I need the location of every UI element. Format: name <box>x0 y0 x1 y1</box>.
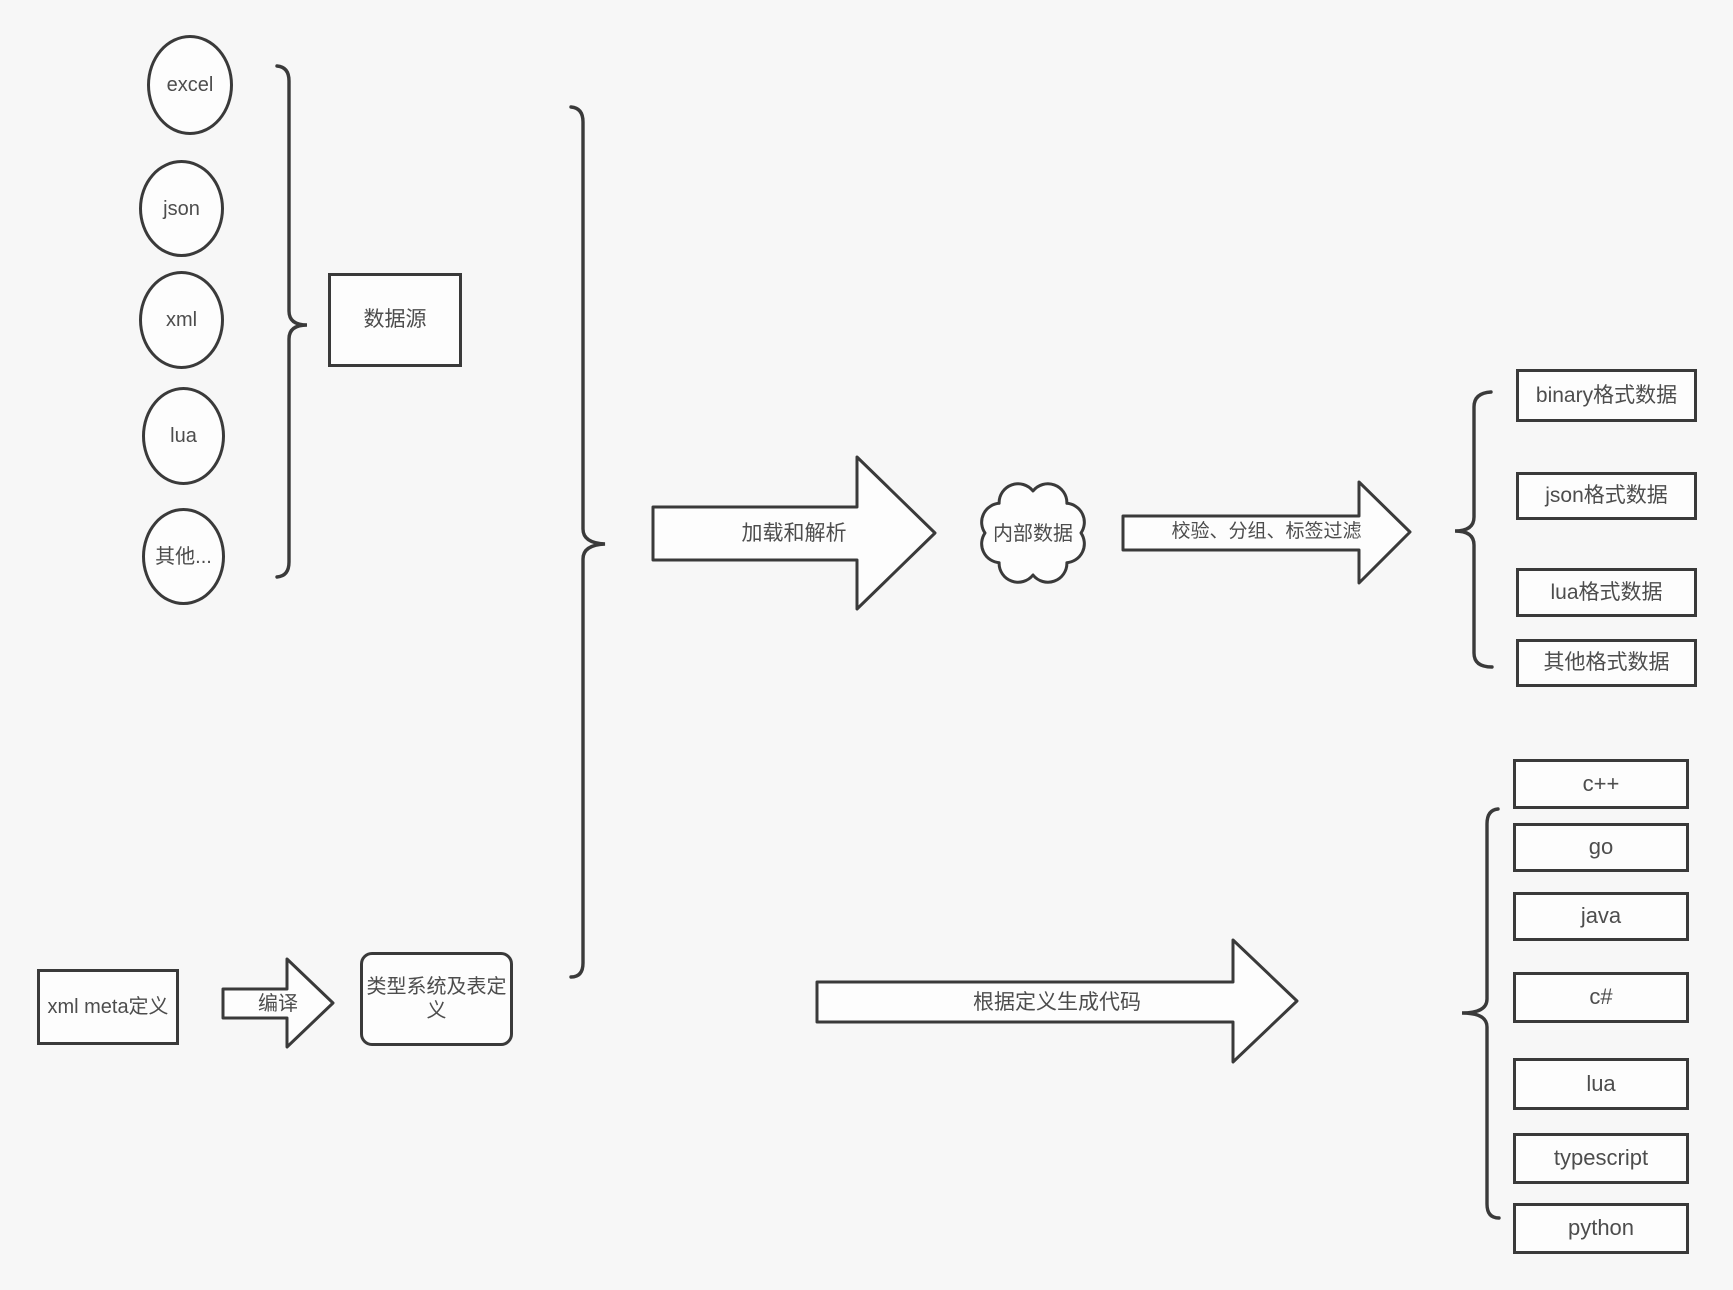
datasource-box: 数据源 <box>328 273 462 367</box>
filter-arrow-label: 校验、分组、标签过滤 <box>1171 521 1362 542</box>
source-node-json: json <box>139 160 224 257</box>
language-box-label: lua <box>1586 1070 1616 1096</box>
source-node-label: lua <box>170 425 197 447</box>
format-box-label: json格式数据 <box>1545 484 1668 508</box>
format-box-label: binary格式数据 <box>1535 383 1678 407</box>
language-box-label: c# <box>1589 984 1613 1010</box>
language-box-label: java <box>1580 903 1622 929</box>
source-node-label: xml <box>165 309 198 331</box>
languages-brace <box>1461 807 1501 1220</box>
source-node-label: 其他... <box>155 545 212 568</box>
format-box-json: json格式数据 <box>1516 472 1697 520</box>
xml-meta-box: xml meta定义 <box>37 969 179 1045</box>
inputs-group-brace <box>569 105 606 979</box>
internal-data-cloud-label: 内部数据 <box>993 523 1073 545</box>
language-box-python: python <box>1513 1203 1689 1254</box>
language-box-go: go <box>1513 823 1689 872</box>
compile-arrow-label: 编译 <box>258 993 298 1015</box>
source-node-label: json <box>163 197 200 220</box>
source-node-excel: excel <box>147 35 233 135</box>
format-box-binary: binary格式数据 <box>1516 369 1697 422</box>
language-box-cpp: c++ <box>1513 759 1689 809</box>
format-box-label: lua格式数据 <box>1550 580 1663 604</box>
language-box-typescript: typescript <box>1513 1133 1689 1184</box>
source-node-label: excel <box>166 74 214 96</box>
language-box-label: typescript <box>1553 1145 1649 1171</box>
format-box-label: 其他格式数据 <box>1543 651 1670 675</box>
formats-brace <box>1454 390 1494 669</box>
format-box-other: 其他格式数据 <box>1516 639 1697 687</box>
source-node-xml: xml <box>139 271 224 369</box>
load-parse-arrow-label: 加载和解析 <box>741 522 847 545</box>
format-box-lua: lua格式数据 <box>1516 568 1697 617</box>
language-box-label: python <box>1567 1215 1635 1241</box>
type-system-box-label: 类型系统及表定义 <box>366 976 507 1022</box>
language-box-csharp: c# <box>1513 972 1689 1023</box>
codegen-arrow-label: 根据定义生成代码 <box>973 991 1141 1014</box>
xml-meta-box-label: xml meta定义 <box>47 996 169 1018</box>
language-box-java: java <box>1513 892 1689 941</box>
sources-brace <box>275 64 308 579</box>
source-node-lua: lua <box>142 387 225 485</box>
language-box-lua: lua <box>1513 1058 1689 1110</box>
source-node-other: 其他... <box>142 508 225 605</box>
language-box-label: c++ <box>1582 770 1620 796</box>
datasource-box-label: 数据源 <box>363 308 427 332</box>
type-system-box: 类型系统及表定义 <box>360 952 513 1046</box>
language-box-label: go <box>1588 834 1614 860</box>
